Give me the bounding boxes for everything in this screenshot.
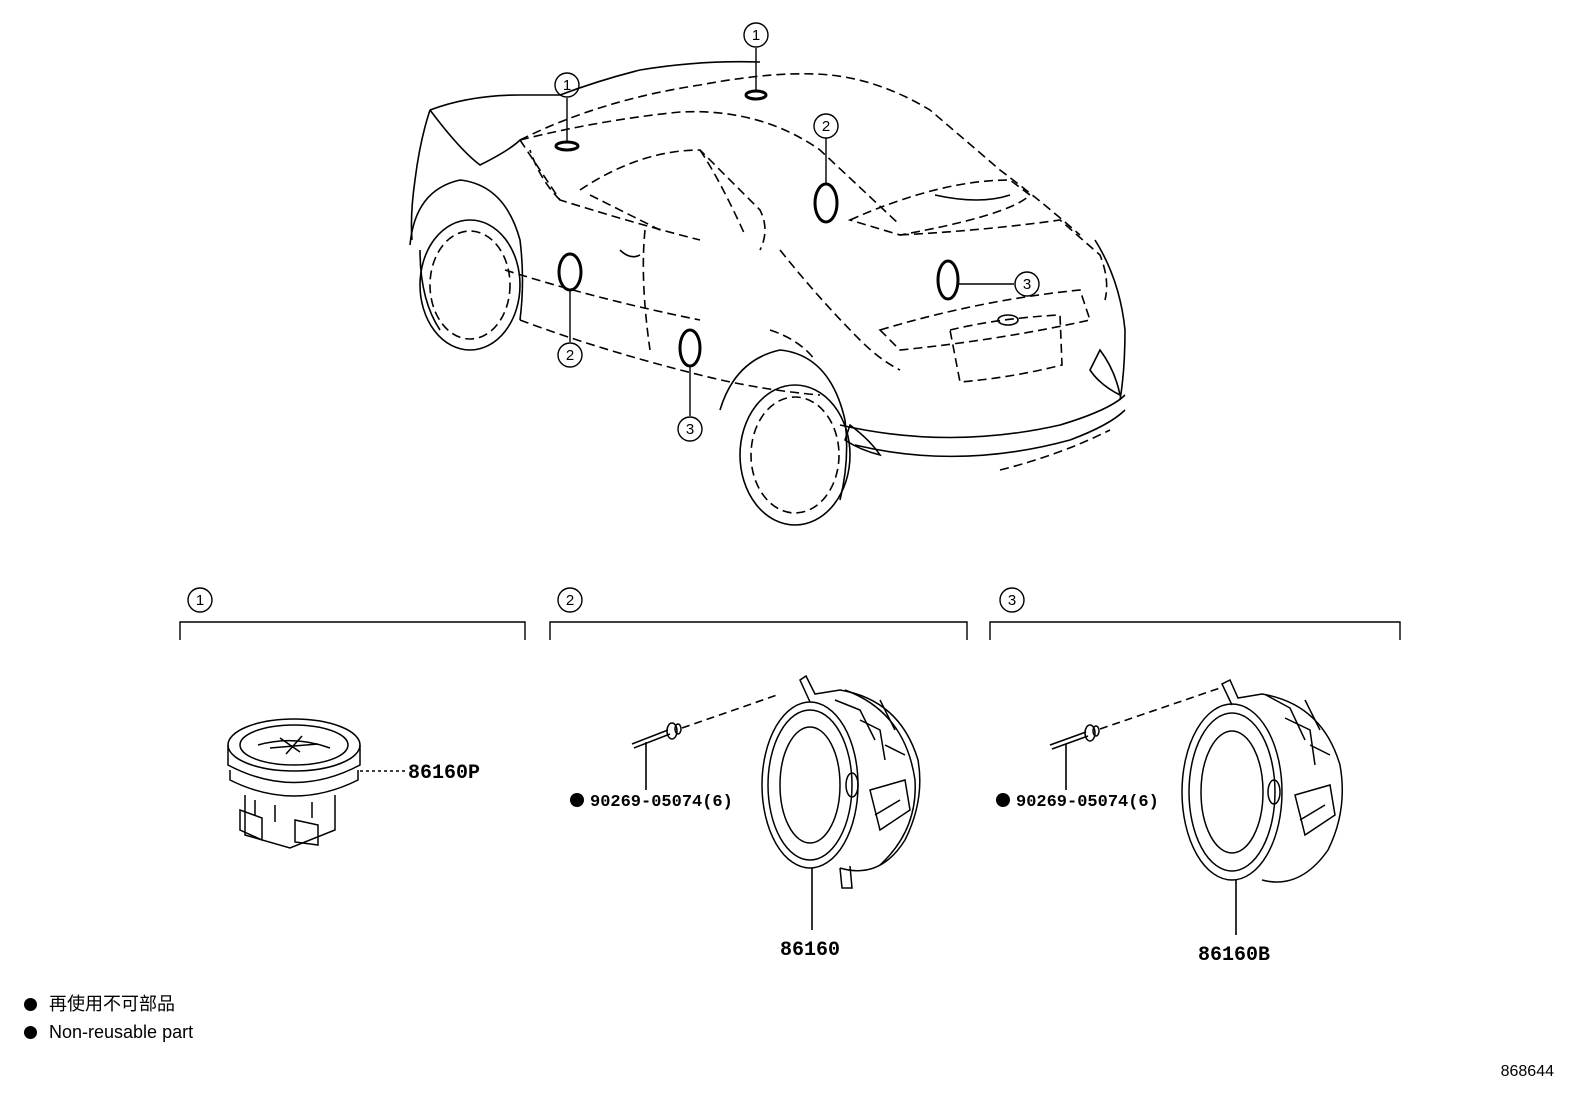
callout-circle-3a [677, 416, 703, 442]
callout-label-3b: 3 [1023, 276, 1031, 293]
legend-text-jp: 再使用不可部品 [49, 994, 175, 1014]
callout-label-1a: 1 [563, 77, 571, 94]
bullet-icon [24, 1025, 37, 1039]
callout-circle-3b [1014, 271, 1040, 297]
marker-tweeter-left [554, 140, 580, 152]
vehicle-illustration [409, 60, 1126, 526]
marker-rear-door-left [678, 328, 702, 368]
rivet-rear-dashed-line [1099, 687, 1221, 730]
callout-label-2b: 2 [822, 118, 830, 135]
part-number-rear-speaker: 86160B [1198, 944, 1270, 967]
rivet-front-drawing [631, 722, 682, 749]
group-label-3: 3 [1008, 592, 1016, 609]
marker-rear-door-right [936, 259, 960, 301]
front-speaker-drawing [761, 674, 921, 889]
group-label-1: 1 [196, 592, 204, 609]
part-number-tweeter: 86160P [408, 762, 480, 785]
rivet-rear-drawing [1049, 724, 1100, 750]
callout-label-1b: 1 [752, 27, 760, 44]
rivet-front-dashed-line [681, 693, 781, 729]
part-number-rivet-front: 90269-05074(6) [590, 793, 733, 812]
callout-circles [554, 22, 1040, 442]
bullet-icon [24, 997, 37, 1011]
marker-tweeter-right [744, 89, 768, 101]
callout-circle-1a [554, 72, 580, 98]
legend-row-jp: 再使用不可部品 [24, 990, 193, 1018]
callout-leaders [566, 48, 1014, 416]
callout-circle-1b [743, 22, 769, 48]
legend-text-en: Non-reusable part [49, 1022, 194, 1042]
diagram-id: 868644 [1500, 1063, 1554, 1080]
group-label-2: 2 [566, 592, 574, 609]
callout-circle-2a [557, 342, 583, 368]
non-reusable-dot-front [570, 793, 584, 807]
rear-speaker-drawing [1181, 678, 1344, 883]
group-brackets [179, 587, 1401, 640]
callout-circle-2b [813, 113, 839, 139]
callout-label-2a: 2 [566, 347, 574, 364]
legend: 再使用不可部品 Non-reusable part [24, 990, 193, 1046]
marker-front-door-right [813, 182, 839, 224]
tweeter-drawing [227, 718, 361, 849]
callout-label-3a: 3 [686, 421, 694, 438]
legend-row-en: Non-reusable part [24, 1018, 193, 1046]
part-number-front-speaker: 86160 [780, 939, 840, 962]
non-reusable-dot-rear [996, 793, 1010, 807]
part-number-rivet-rear: 90269-05074(6) [1016, 793, 1159, 812]
marker-front-door-left [557, 252, 583, 292]
